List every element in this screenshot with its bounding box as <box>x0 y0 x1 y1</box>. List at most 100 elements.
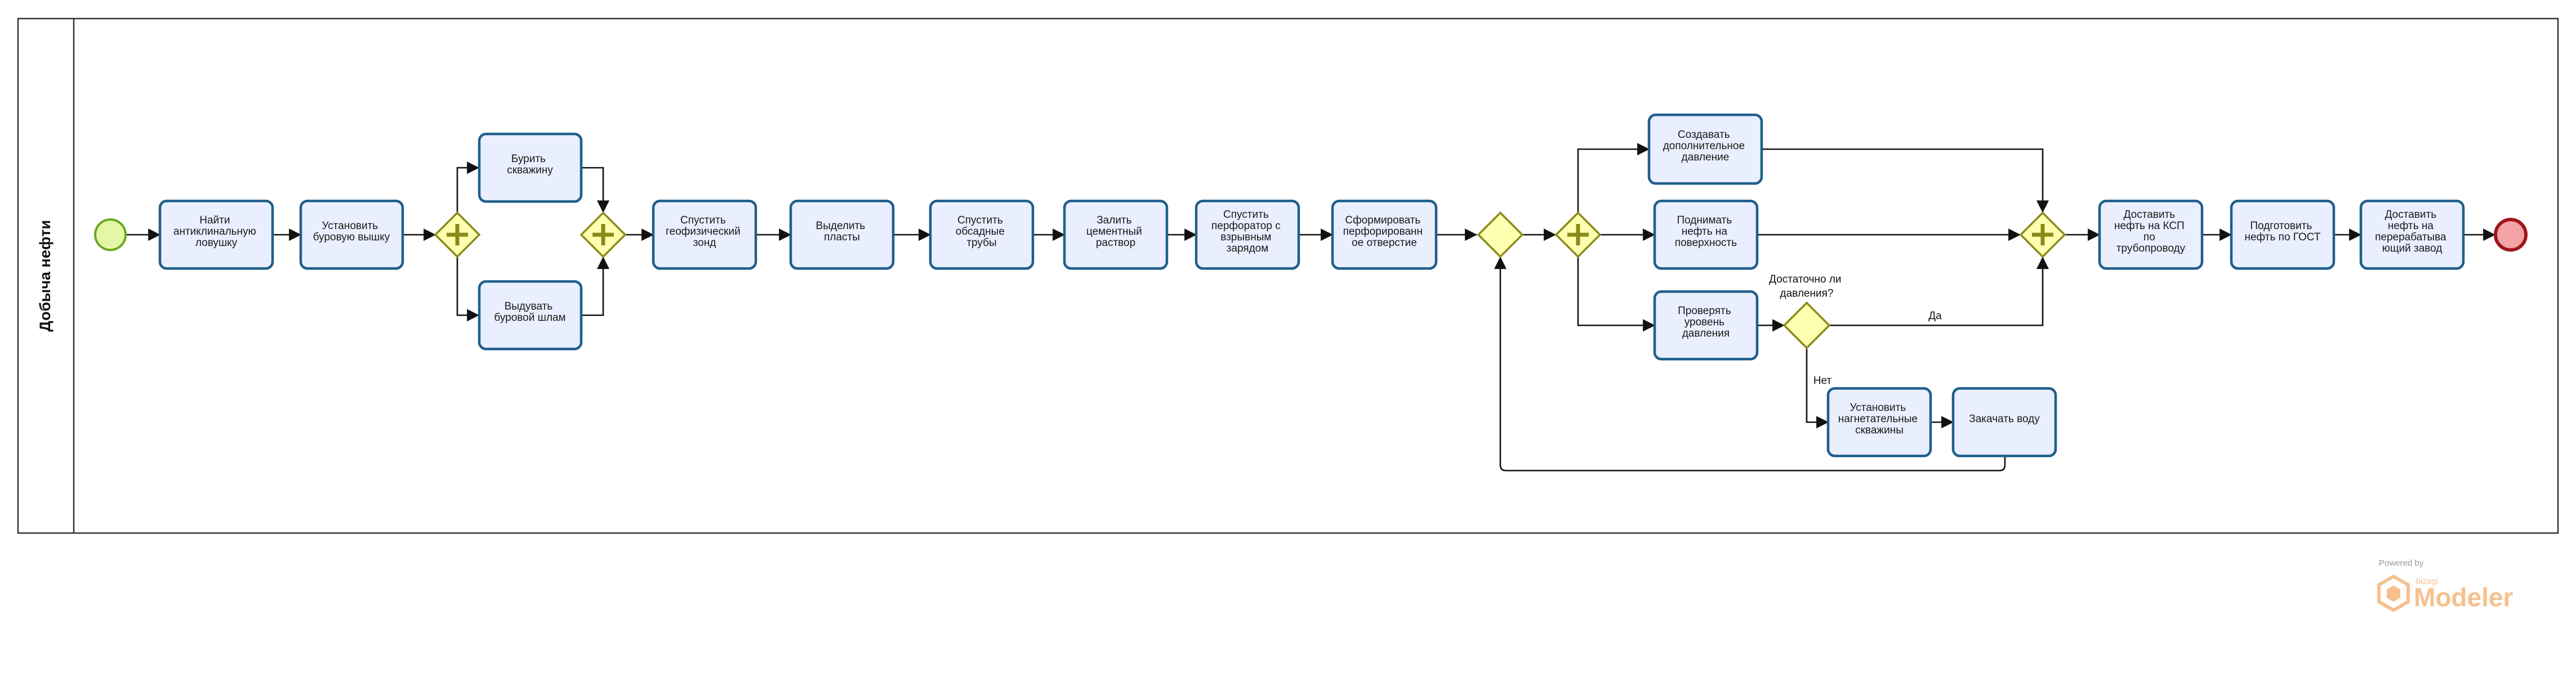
task-deliver-to-ksp[interactable]: Доставить нефть на КСП по трубопроводу <box>2098 199 2204 270</box>
task-label-line: Залить <box>1097 214 1131 226</box>
svg-text:Создавать дополнительное: Создавать дополнительное давление <box>1663 129 1748 163</box>
exclusive-gateway-pressure-check[interactable] <box>1782 301 1831 350</box>
sequence-flow[interactable] <box>456 162 480 213</box>
task-label-line: скважину <box>507 164 553 176</box>
task-label-line: дополнительное <box>1663 140 1745 152</box>
svg-text:Доставить нефть на КСП: Доставить нефть на КСП по трубопроводу <box>2114 209 2187 254</box>
task-identify-layers[interactable]: Выделить пласты <box>789 199 895 270</box>
task-label-line: Создавать <box>1678 129 1730 141</box>
exclusive-gateway-merge[interactable] <box>1477 211 1524 258</box>
task-label-line: ющий завод <box>2382 243 2443 254</box>
task-pour-cement[interactable]: Залить цементный раствор <box>1063 199 1169 270</box>
task-label-line: Проверять <box>1678 305 1731 317</box>
parallel-gateway-join-2[interactable] <box>2019 211 2066 258</box>
task-lower-casing[interactable]: Спустить обсадные трубы <box>929 199 1035 270</box>
task-label-line: трубопроводу <box>2116 243 2186 254</box>
task-label-line: скважины <box>1855 424 1904 436</box>
task-lower-perforator[interactable]: Спустить перфоратор с взрывным зарядом <box>1195 199 1300 270</box>
task-label-line: цементный <box>1086 226 1142 238</box>
task-label-line: Поднимать <box>1677 214 1732 226</box>
task-drill-well[interactable]: Бурить скважину <box>478 132 583 203</box>
svg-text:Проверять уровень: Проверять уровень давления <box>1678 305 1734 339</box>
task-label-line: ое отверстие <box>1352 237 1417 249</box>
task-label-line: Подготовить <box>2250 220 2312 232</box>
powered-by-text: Powered by <box>2379 558 2424 568</box>
bizagi-logo-icon <box>2377 574 2410 612</box>
task-lower-geophysical-probe[interactable]: Спустить геофизический зонд <box>652 199 757 270</box>
task-label-line: нефть на КСП <box>2114 220 2185 232</box>
task-label-line: Выдувать <box>505 301 553 312</box>
svg-text:Установить нагнетательны: Установить нагнетательные скважины <box>1838 402 1920 436</box>
task-label-line: раствор <box>1096 237 1135 249</box>
svg-text:Залить цементный р: Залить цементный раствор <box>1086 214 1145 249</box>
svg-text:Спустить геофизический: Спустить геофизический зонд <box>666 214 743 249</box>
task-install-rig[interactable]: Установить буровую вышку <box>299 199 404 270</box>
task-label-line: нефть по ГОСТ <box>2245 231 2321 243</box>
parallel-gateway-split-2[interactable] <box>1554 211 1602 258</box>
sequence-flow-yes[interactable] <box>1829 256 2049 326</box>
sequence-flows <box>126 143 2496 472</box>
lane-title: Добыча нефти <box>37 220 54 332</box>
task-label-line: уровень <box>1684 316 1724 328</box>
svg-text:Закачать воду: Закачать воду <box>1969 413 2040 425</box>
svg-text:Подготовить нефть по ГОС: Подготовить нефть по ГОСТ <box>2245 220 2321 243</box>
task-label-line: зарядом <box>1227 243 1269 254</box>
task-label-line: давление <box>1682 151 1730 163</box>
task-label-line: Доставить <box>2124 209 2176 221</box>
end-event[interactable] <box>2494 218 2528 252</box>
task-label-line: нагнетательные <box>1838 413 1918 425</box>
task-label-line: Доставить <box>2385 209 2437 221</box>
task-find-trap[interactable]: Найти антиклинальную ловушку <box>158 199 274 270</box>
sequence-flow[interactable] <box>1577 257 1656 332</box>
svg-text:Поднимать нефть на: Поднимать нефть на поверхность <box>1675 214 1737 249</box>
task-blow-out-cuttings[interactable]: Выдувать буровой шлам <box>478 280 583 351</box>
task-label-line: ловушку <box>195 237 238 249</box>
flow-label-no: Нет <box>1813 375 1832 387</box>
task-deliver-to-refinery[interactable]: Доставить нефть на перерабатыва ющий зав… <box>2359 199 2465 270</box>
task-label-line: Установить <box>322 220 378 232</box>
task-label-line: геофизический <box>666 226 741 238</box>
sequence-flow[interactable] <box>456 257 480 321</box>
task-label-line: взрывным <box>1220 231 1271 243</box>
task-form-perforation[interactable]: Сформировать перфорированн ое отверстие <box>1331 199 1438 270</box>
task-prepare-oil-gost[interactable]: Подготовить нефть по ГОСТ <box>2230 199 2336 270</box>
task-label-line: зонд <box>693 237 716 249</box>
task-label-line: давления <box>1682 328 1730 339</box>
gateway-question-line: давления? <box>1780 288 1834 299</box>
task-label-line: трубы <box>966 237 996 249</box>
sequence-flow-no[interactable] <box>1806 348 1829 428</box>
task-label-line: Найти <box>199 214 230 226</box>
task-label-line: поверхность <box>1675 237 1737 249</box>
task-label-line: перфоратор с <box>1211 220 1281 232</box>
svg-text:Найти антиклинальную: Найти антиклинальную ловушку <box>173 214 259 249</box>
task-label-line: Закачать воду <box>1969 413 2040 425</box>
task-label-line: Выделить <box>816 220 866 232</box>
parallel-gateway-join-1[interactable] <box>580 211 627 258</box>
task-label-line: нефть на <box>1682 226 1728 238</box>
task-check-pressure[interactable]: Проверять уровень давления <box>1653 290 1759 361</box>
task-pump-water[interactable]: Закачать воду <box>1951 387 2057 458</box>
loop-back-flow[interactable] <box>1494 256 2006 472</box>
parallel-gateway-split-1[interactable] <box>434 211 481 258</box>
task-label-line: перфорированн <box>1343 226 1423 238</box>
sequence-flow[interactable] <box>1577 143 1650 213</box>
sequence-flow[interactable] <box>1762 148 2049 213</box>
task-label-line: Спустить <box>680 214 726 226</box>
sequence-flow[interactable] <box>581 167 609 213</box>
task-create-extra-pressure[interactable]: Создавать дополнительное давление <box>1647 113 1763 185</box>
task-label-line: пласты <box>824 231 860 243</box>
bizagi-text: bizagi <box>2416 576 2438 586</box>
modeler-text: Modeler <box>2414 583 2513 612</box>
sequence-flow[interactable] <box>581 256 609 316</box>
task-lift-oil[interactable]: Поднимать нефть на поверхность <box>1653 199 1759 270</box>
task-label-line: обсадные <box>956 226 1005 238</box>
task-label-line: антиклинальную <box>173 226 256 238</box>
task-label-line: нефть на <box>2388 220 2434 232</box>
svg-text:Выдувать буровой шлам: Выдувать буровой шлам <box>494 301 565 324</box>
task-label-line: Спустить <box>1223 209 1269 221</box>
task-install-injection-wells[interactable]: Установить нагнетательные скважины <box>1826 387 1932 458</box>
start-event[interactable] <box>94 218 127 251</box>
task-label-line: перерабатыва <box>2375 231 2446 243</box>
gateway-question-label: Достаточно ли давления? <box>1769 274 1844 299</box>
svg-text:Сформировать перфорирова: Сформировать перфорированн ое отверстие <box>1343 214 1426 249</box>
